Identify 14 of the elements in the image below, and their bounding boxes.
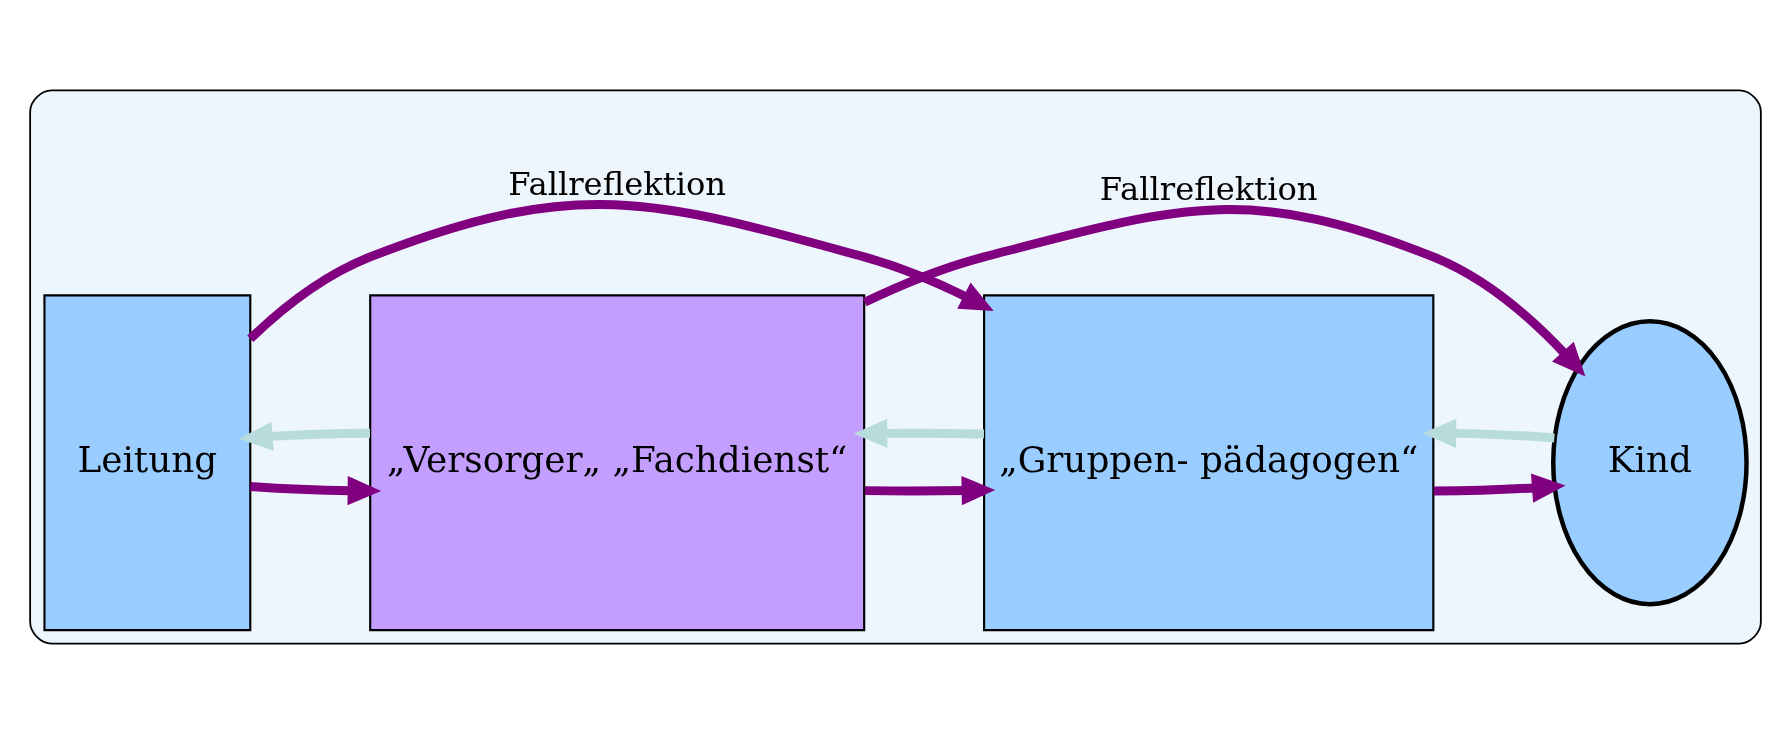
arrow — [239, 421, 370, 451]
arrow — [250, 475, 382, 505]
node-box: Leitung — [43, 293, 252, 631]
edge-label: Fallreflektion — [508, 164, 727, 203]
node-box: „Gruppen- pädagogen“ — [983, 293, 1435, 631]
arrow — [247, 199, 994, 342]
cluster — [29, 89, 1762, 644]
arrow — [862, 204, 1586, 376]
arrow — [1422, 418, 1555, 448]
arrow — [864, 475, 996, 505]
arrow — [853, 418, 985, 448]
edge-label: Fallreflektion — [1099, 169, 1318, 208]
arrow — [1433, 472, 1566, 503]
node-box: „Versorger„ „Fachdienst“ — [369, 293, 866, 631]
